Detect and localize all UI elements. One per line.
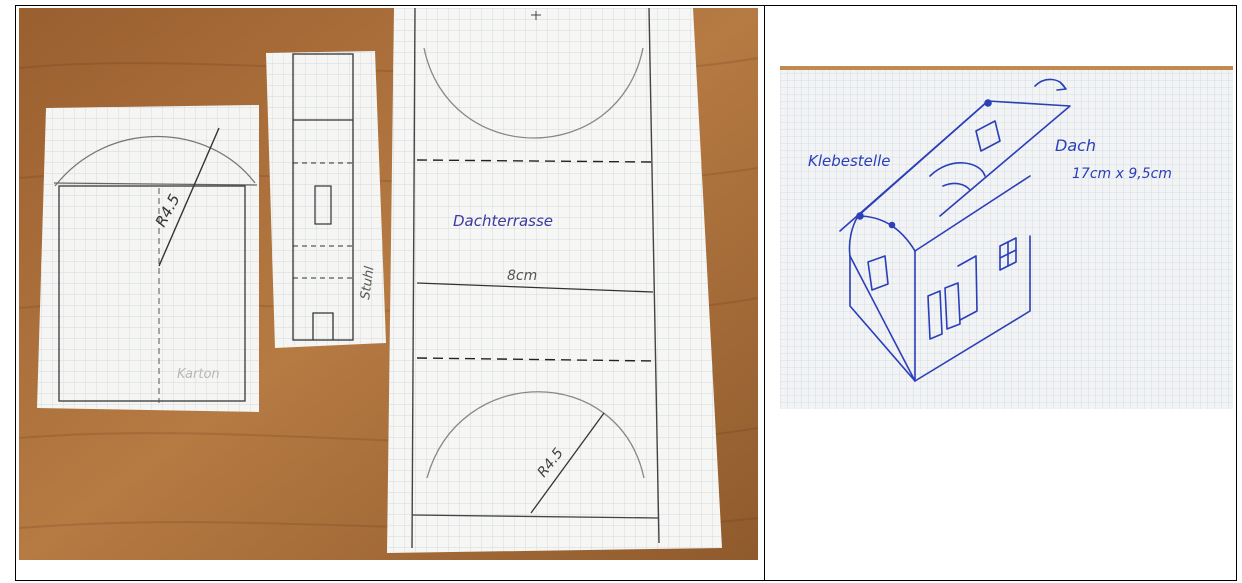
stuhl-strip: Stuhl	[266, 51, 386, 348]
document-table	[15, 5, 1237, 581]
dachterrasse-label: Dachterrasse	[453, 212, 553, 230]
karton-label: Karton	[177, 367, 220, 382]
dachterrasse-sheet: Dachterrasse 8cm R4.5	[387, 8, 722, 553]
house-sketch-photo: Klebestelle Dach 17cm x 9,5cm	[780, 66, 1233, 409]
paper-templates-photo: R4.5 Karton Stuhl Dachterrasse 8cm R4.5	[19, 8, 758, 560]
klebestelle-label: Klebestelle	[808, 152, 890, 170]
dach-label: Dach	[1055, 136, 1096, 155]
karton-sheet: R4.5 Karton	[37, 105, 259, 412]
width-label: 8cm	[507, 268, 537, 284]
house-sketch	[839, 78, 1071, 382]
stuhl-label: Stuhl	[358, 265, 378, 301]
table-column-divider	[764, 5, 765, 581]
dach-size-label: 17cm x 9,5cm	[1072, 166, 1172, 182]
